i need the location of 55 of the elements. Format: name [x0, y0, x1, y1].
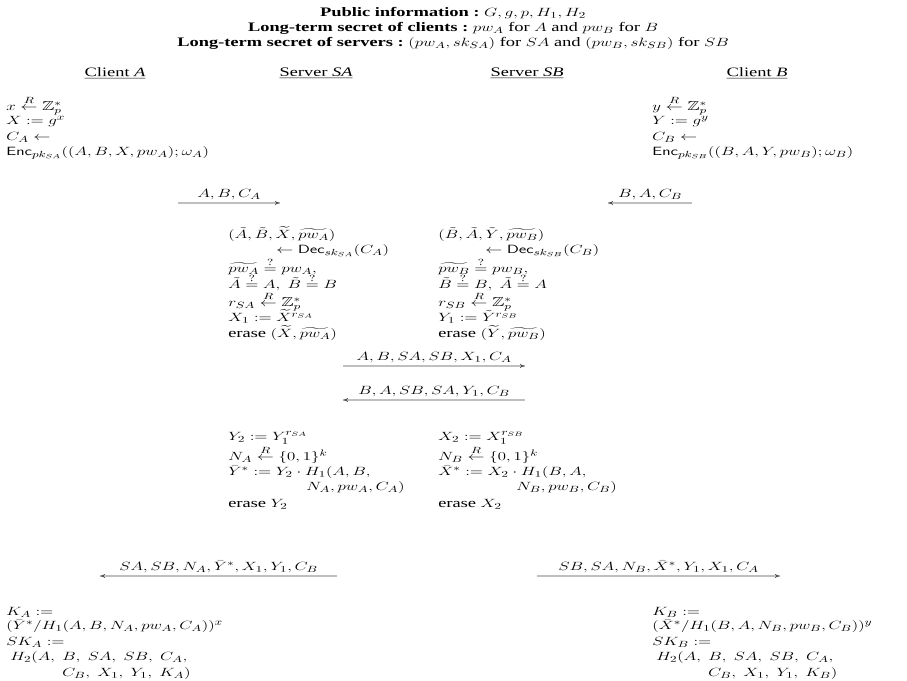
formula-text: $\widetilde{pw_B} \overset{?}{=} pw_B,$ [438, 258, 527, 274]
formula-text: $X_1 := \widetilde{X}^{r_{SA}}$ [228, 309, 312, 323]
formula-text: $\mathsf{Enc}_{pk_{SB}}((B, A, Y, pw_B); \omega_B)$ [654, 146, 852, 159]
formula-text: $r_{SB} \overset{R}{\leftarrow} \mathbb{Z}_p^*$ [438, 292, 511, 311]
formula-text: $y \overset{R}{\leftarrow} \mathbb{Z}_p^*$ [652, 96, 706, 115]
message-label: $SB, SA, N_B, \bar{X}^*, Y_1, X_1, C_A$ [559, 560, 758, 572]
message-label: $A, B, C_A$ [198, 188, 260, 200]
formula-text: $N_B, pw_B, C_B)$ [516, 481, 616, 493]
formula-text: $(\tilde{A}, \tilde{B}, \widetilde{X}, \widetilde{pw_A})$ [230, 226, 334, 241]
formula-text: $\tilde{B} \overset{?}{=} B,\ \tilde{A} \overset{?}{=} A$ [439, 274, 546, 290]
formula-text: $K_B :=$ [652, 606, 699, 617]
formula-text: $K_A :=$ [7, 606, 52, 617]
party-heading: Client A [84, 67, 146, 78]
formula-text: $C_A \leftarrow$ [7, 132, 50, 142]
formula-text: $\tilde{A} \overset{?}{=} A,\ \tilde{B} \overset{?}{=} B$ [228, 274, 336, 290]
formula-text: $\widetilde{pw_A} \overset{?}{=} pw_A,$ [228, 258, 316, 274]
formula-text: $x \overset{R}{\leftarrow} \mathbb{Z}_p^*$ [6, 96, 61, 115]
formula-text: $SK_B :=$ [653, 636, 710, 647]
formula-text: $C_B,\ X_1,\ Y_1,\ K_A)$ [63, 667, 189, 679]
message-label: $B, A, C_B$ [618, 188, 681, 200]
formula-text: $\bar{X}^* := X_2 \cdot H_1(B, A,$ [438, 464, 586, 478]
party-heading: Client B [726, 67, 788, 78]
formula-text: $\text{erase } (\widetilde{Y}, \widetilde{pw_B})$ [438, 325, 544, 340]
formula-text: $N_B \overset{R}{\leftarrow} \{0,1\}^k$ [438, 446, 537, 463]
formula-text: $(\bar{X}^*/H_1(B, A, N_B, pw_B, C_B))^y$ [654, 618, 872, 632]
formula-text: $C_B,\ X_1,\ Y_1,\ K_B)$ [709, 667, 836, 679]
formula-text: $r_{SA} \overset{R}{\leftarrow} \mathbb{Z}_p^*$ [228, 292, 300, 311]
header-text: $\textbf{Long-term secret of clients :}\ pw_A \text{ for } A \text{ and } pw_B \text{ for } B$ [248, 22, 658, 34]
formula-text: $SK_A :=$ [7, 636, 64, 647]
formula-text: $C_B \leftarrow$ [653, 132, 696, 142]
party-heading: Server SB [490, 67, 564, 78]
formula-text: $\text{erase } (\widetilde{X}, \widetilde{pw_A})$ [228, 325, 336, 340]
message-label: $A, B, SA, SB, X_1, C_A$ [357, 351, 510, 362]
formula-text: $\leftarrow \mathsf{Dec}_{sk_{SA}}(C_A)$ [277, 244, 388, 256]
header-text: $\textbf{Long-term secret of servers :}\ (pw_A, sk_{SA}) \text{ for } SA \text{ and } (pw_B, sk_{SB}) \text{ for } SB$ [178, 36, 728, 49]
formula-text: $(\tilde{B}, \tilde{A}, \tilde{Y}, \widetilde{pw_B})$ [440, 227, 543, 241]
formula-text: $\text{erase } X_2$ [438, 498, 500, 509]
formula-text: $N_A, pw_A, C_A)$ [306, 481, 403, 493]
party-heading: Server SA [279, 67, 353, 78]
formula-text: $\leftarrow \mathsf{Dec}_{sk_{SB}}(C_B)$ [486, 244, 598, 256]
formula-text: $\bar{Y}^* := Y_2 \cdot H_1(A, B,$ [228, 464, 370, 478]
formula-text: $N_A \overset{R}{\leftarrow} \{0,1\}^k$ [229, 446, 326, 463]
formula-text: $Y_1 := \tilde{Y}^{r_{SB}}$ [438, 310, 516, 323]
formula-text: $X_2 := X_1^{r_{SB}}$ [438, 430, 522, 444]
formula-text: $H_2(A,\ B,\ SA,\ SB,\ C_A,$ [656, 651, 832, 663]
header-text: $\textbf{Public information :}\ G, g, p, H_1, H_2$ [320, 6, 585, 18]
formula-text: $Y := g^y$ [652, 116, 708, 126]
formula-text: $\text{erase } Y_2$ [228, 498, 286, 509]
message-label: $B, A, SB, SA, Y_1, C_B$ [359, 385, 508, 396]
message-label: $SA, SB, N_A, \bar{Y}^*, X_1, Y_1, C_B$ [120, 560, 316, 572]
formula-text: $\mathsf{Enc}_{pk_{SA}}((A, B, X, pw_A); \omega_A)$ [8, 146, 208, 159]
formula-text: $Y_2 := Y_1^{r_{SA}}$ [228, 430, 306, 444]
formula-text: $H_2(A,\ B,\ SA,\ SB,\ C_A,$ [11, 651, 186, 663]
formula-text: $X := g^x$ [6, 116, 64, 126]
formula-text: $(\bar{Y}^*/H_1(A, B, N_A, pw_A, C_A))^x$ [8, 618, 222, 632]
